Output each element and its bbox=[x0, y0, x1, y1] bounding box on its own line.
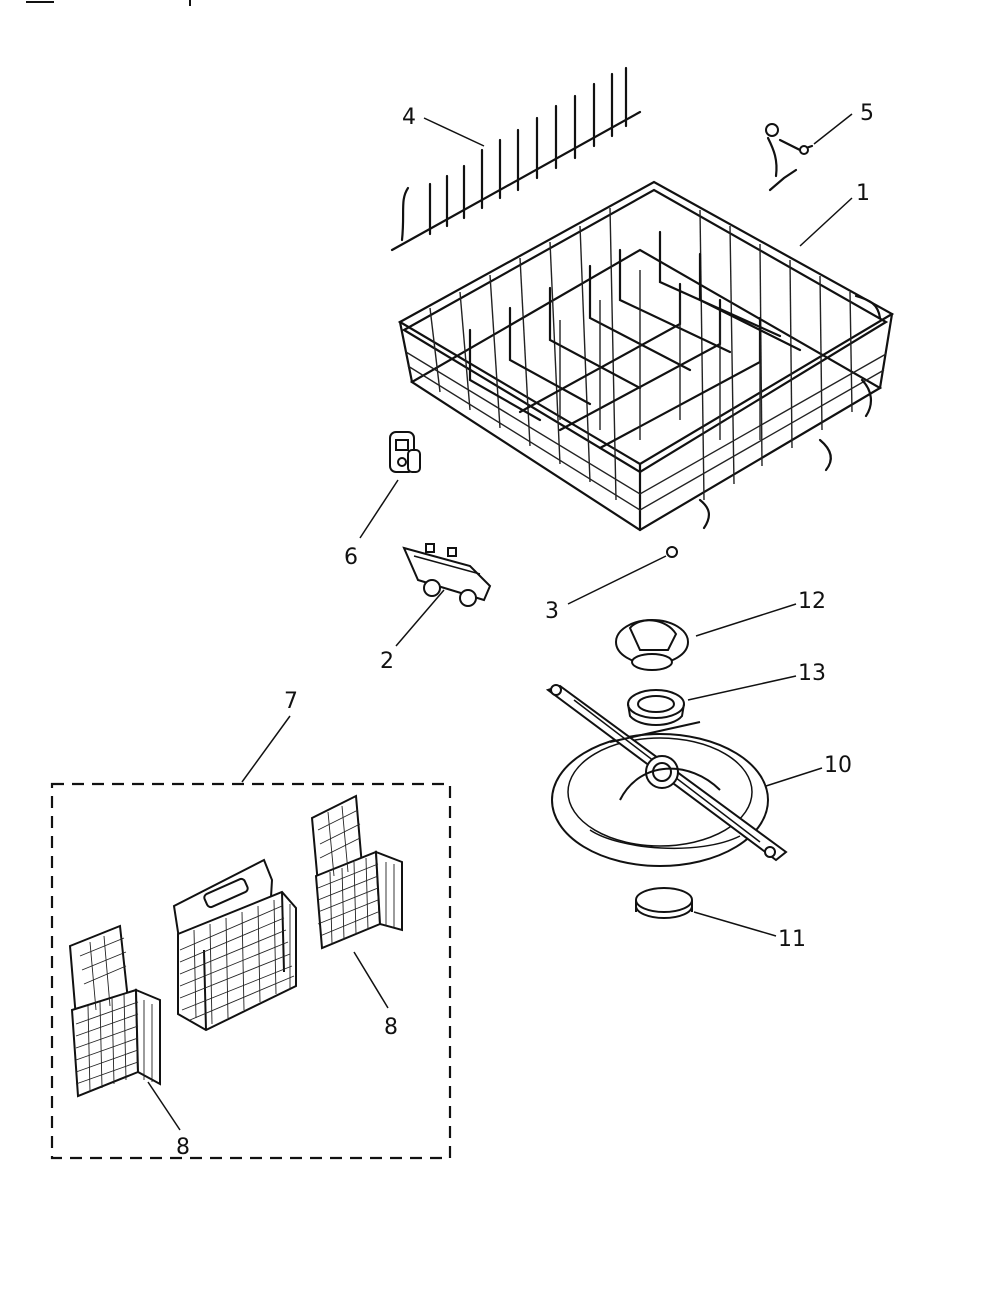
seal-ring-drawing bbox=[627, 689, 685, 726]
leader-line-8-left bbox=[147, 1081, 181, 1131]
leader-line-10 bbox=[765, 767, 823, 787]
callout-label-8-right: 8 bbox=[384, 1015, 398, 1040]
stop-clip-drawing bbox=[765, 123, 814, 192]
callout-label-3: 3 bbox=[545, 599, 559, 624]
callout-label-4: 4 bbox=[402, 105, 416, 130]
callout-label-5: 5 bbox=[860, 101, 874, 126]
cap-drawing bbox=[615, 619, 689, 671]
leader-line-11 bbox=[693, 911, 777, 937]
bumper-drawing bbox=[389, 431, 421, 473]
top-edge-fragment bbox=[26, 0, 191, 6]
bearing-ring-drawing bbox=[635, 887, 693, 919]
basket-right-drawing bbox=[310, 794, 403, 950]
callout-label-11: 11 bbox=[778, 927, 806, 952]
leader-line-8-right bbox=[353, 951, 389, 1009]
leader-line-1 bbox=[799, 197, 853, 247]
callout-label-1: 1 bbox=[856, 181, 870, 206]
callout-label-7: 7 bbox=[284, 689, 298, 714]
callout-label-8-left: 8 bbox=[176, 1135, 190, 1160]
leader-line-5 bbox=[813, 113, 853, 145]
basket-left-drawing bbox=[68, 924, 161, 1098]
callout-label-13: 13 bbox=[798, 661, 826, 686]
callout-label-6: 6 bbox=[344, 545, 358, 570]
leader-line-3 bbox=[567, 555, 667, 605]
dish-rack-drawing bbox=[397, 180, 895, 532]
roller-assembly-drawing bbox=[402, 543, 492, 607]
callout-label-10: 10 bbox=[824, 753, 852, 778]
leader-line-12 bbox=[695, 603, 797, 637]
callout-label-2: 2 bbox=[380, 649, 394, 674]
leader-line-13 bbox=[687, 675, 797, 701]
leader-line-2 bbox=[395, 589, 445, 647]
clip-drawing bbox=[666, 546, 678, 558]
callout-label-12: 12 bbox=[798, 589, 826, 614]
leader-line-4 bbox=[423, 117, 485, 147]
basket-middle-drawing bbox=[172, 858, 297, 1032]
tine-row-drawing bbox=[390, 66, 642, 252]
leader-line-6 bbox=[359, 479, 399, 539]
basket-group-dashed-box bbox=[50, 782, 452, 1160]
spray-arm-plate-drawing bbox=[545, 684, 788, 867]
leader-line-7 bbox=[241, 715, 291, 783]
